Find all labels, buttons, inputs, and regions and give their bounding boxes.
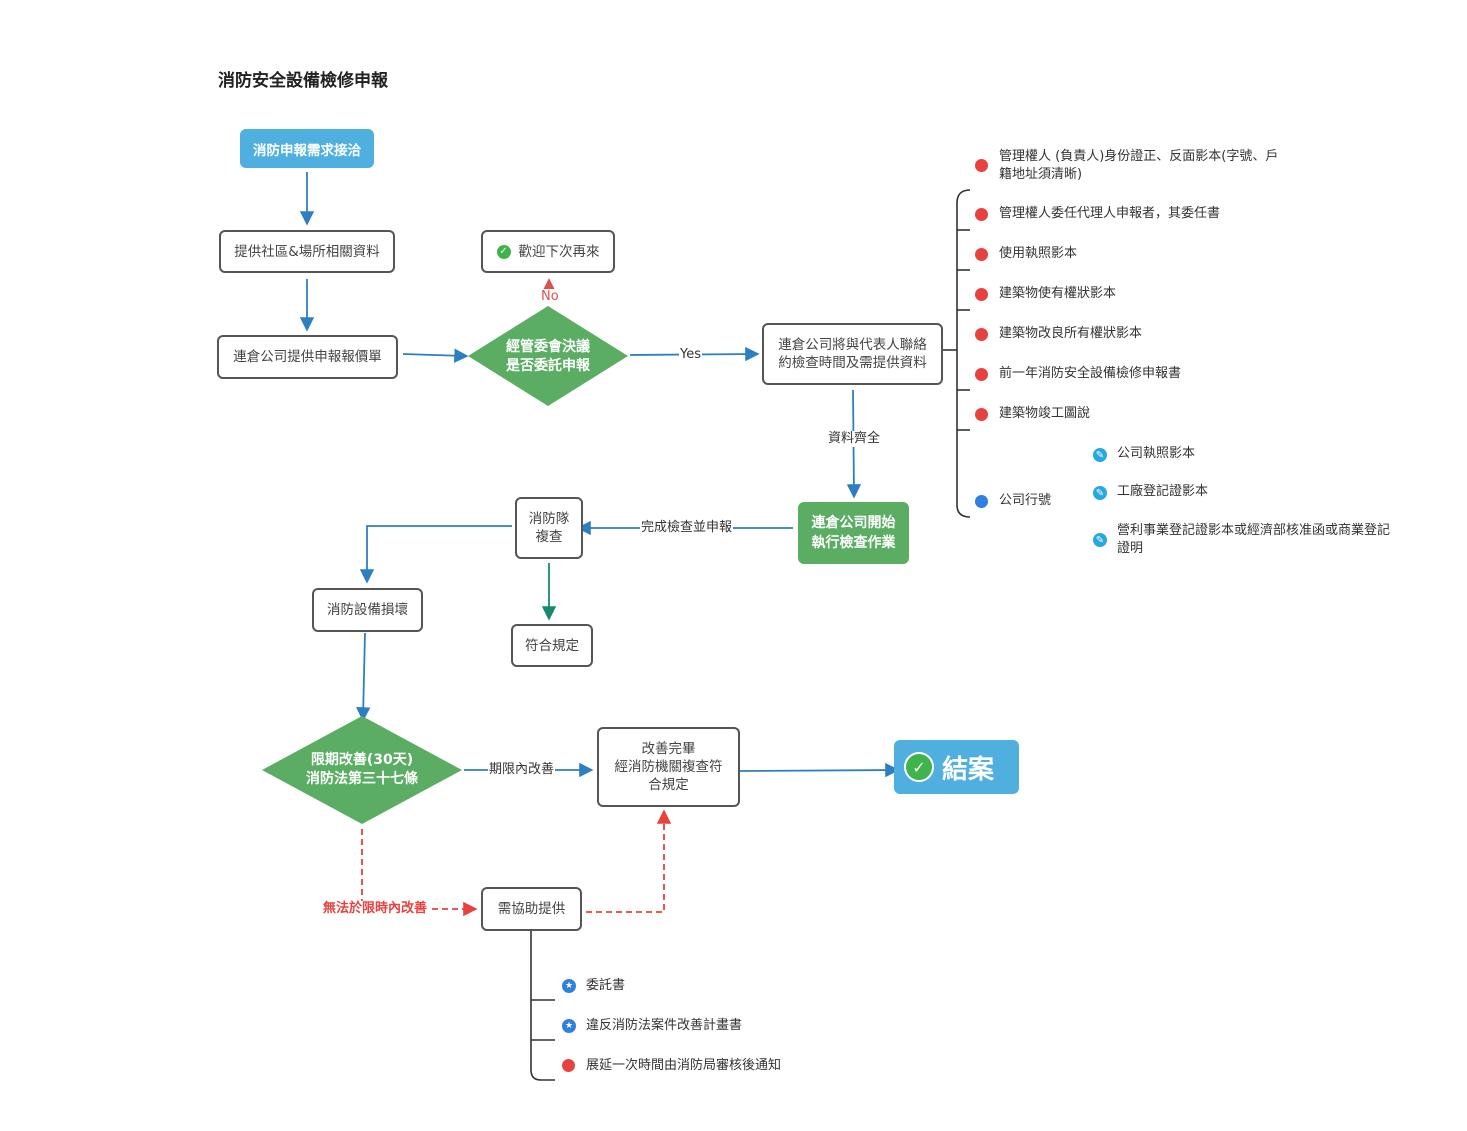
quote-node: 連倉公司提供申報報價單 <box>217 335 398 379</box>
page-title: 消防安全設備檢修申報 <box>218 71 388 91</box>
red-dot-icon <box>975 408 988 421</box>
deadline-label: 限期改善(30天)消防法第三十七條 <box>306 752 418 787</box>
decision-label: 經管委會決議是否委託申報 <box>506 339 590 374</box>
arrow-cannot <box>361 829 478 917</box>
arrow-team-to-damaged <box>359 525 512 584</box>
decision-diamond <box>468 306 628 406</box>
pen-icon: ✎ <box>1093 533 1107 547</box>
doc-item: 建築物改良所有權狀影本 <box>999 326 1143 341</box>
star-icon: ★ <box>562 1019 576 1033</box>
red-dot-icon <box>975 159 988 172</box>
contact-node: 連倉公司將與代表人聯絡約檢查時間及需提供資料 <box>762 323 943 385</box>
star-icon: ★ <box>562 979 576 993</box>
provide-info-node: 提供社區&場所相關資料 <box>219 230 395 273</box>
edge-label-no: No <box>540 289 560 305</box>
red-dot-icon <box>975 208 988 221</box>
start-inspection-node: 連倉公司開始執行檢查作業 <box>798 502 909 564</box>
doc-item: 使用執照影本 <box>999 246 1078 261</box>
pen-icon: ✎ <box>1093 448 1107 462</box>
improved-node: 改善完畢經消防機關複查符合規定 <box>597 727 740 807</box>
help-item: 展延一次時間由消防局審核後通知 <box>586 1058 782 1073</box>
edge-label-data-complete: 資料齊全 <box>827 431 882 447</box>
red-dot-icon <box>975 288 988 301</box>
help-item: 委託書 <box>586 978 626 993</box>
check-circle-icon: ✓ <box>904 752 934 782</box>
help-item: 違反消防法案件改善計畫書 <box>586 1018 743 1033</box>
doc-item: 建築物竣工圖說 <box>999 406 1091 421</box>
doc-item: 建築物使有權狀影本 <box>999 286 1117 301</box>
company-item: 公司執照影本 <box>1117 446 1196 461</box>
edge-label-in-time: 期限內改善 <box>488 762 556 778</box>
company-item: 工廠登記證影本 <box>1117 484 1209 499</box>
start-node: 消防申報需求接洽 <box>240 129 374 168</box>
welcome-node: ✓ 歡迎下次再來 <box>481 230 615 273</box>
red-dot-icon <box>562 1059 575 1072</box>
red-dot-icon <box>975 328 988 341</box>
pen-icon: ✎ <box>1093 486 1107 500</box>
doc-item: 管理權人委任代理人申報者，其委任書 <box>999 206 1221 221</box>
arrow-help-to-improved <box>586 809 672 913</box>
need-help-node: 需協助提供 <box>481 887 582 931</box>
arrow-to-close <box>739 762 900 778</box>
help-bracket <box>530 931 555 1081</box>
edge-label-cannot: 無法於限時內改善 <box>322 901 429 917</box>
doc-item: 管理權人 (負責人)身份證正、反面影本(字號、戶籍地址須清晰) <box>999 149 1279 182</box>
company-label: 公司行號 <box>999 493 1052 508</box>
doc-item: 前一年消防安全設備檢修申報書 <box>999 366 1182 381</box>
arrow-quote-to-decision <box>402 348 469 363</box>
docs-bracket <box>942 189 971 518</box>
company-item: 營利事業登記證影本或經濟部核准函或商業登記證明 <box>1117 523 1391 556</box>
close-node: ✓ 結案 <box>894 740 1019 794</box>
deadline-diamond <box>262 716 462 824</box>
red-dot-icon <box>975 248 988 261</box>
check-icon: ✓ <box>496 244 511 259</box>
damaged-node: 消防設備損壞 <box>312 588 423 632</box>
edge-label-done-report: 完成檢查並申報 <box>640 520 734 536</box>
arrow-damaged-to-deadline <box>356 632 371 722</box>
fire-team-node: 消防隊複查 <box>515 497 583 559</box>
blue-dot-icon <box>975 495 988 508</box>
edge-label-yes: Yes <box>679 347 702 363</box>
red-dot-icon <box>975 368 988 381</box>
compliant-node: 符合規定 <box>511 624 593 667</box>
